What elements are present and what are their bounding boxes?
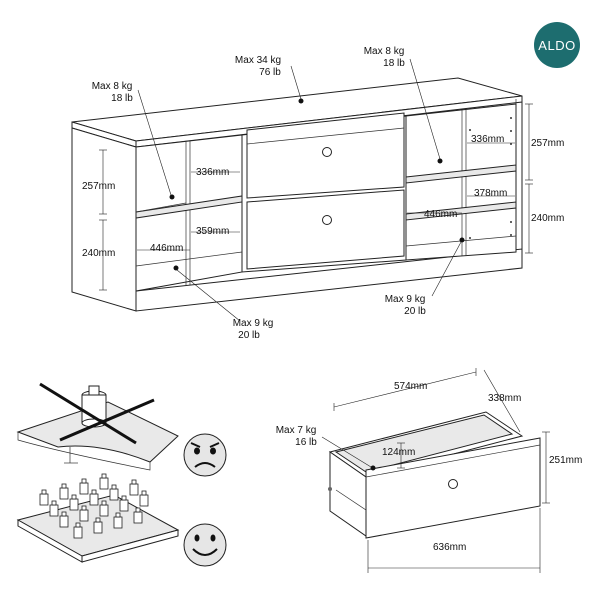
dim-left-width: 446mm xyxy=(150,243,183,254)
left-height-dimensions xyxy=(99,149,107,291)
load-bottom-right-line1: Max 9 kg xyxy=(385,294,426,305)
angry-face-icon xyxy=(183,433,227,477)
small-weight-icon xyxy=(59,483,69,500)
load-bottom-right-line2: 20 lb xyxy=(404,306,426,317)
small-weight-icon xyxy=(139,490,149,507)
small-weight-icon xyxy=(49,500,59,517)
small-weight-icon xyxy=(79,478,89,495)
small-weight-icon xyxy=(79,505,89,522)
concentrated-load-crossed-icon xyxy=(16,382,179,471)
dim-drawer-inner-depth: 338mm xyxy=(488,393,521,404)
drawer-drawing xyxy=(328,411,541,539)
smiley-face-icon xyxy=(183,523,227,567)
load-top-line1: Max 34 kg xyxy=(235,55,281,66)
small-weight-icon xyxy=(93,517,103,534)
distributed-load-icon xyxy=(16,473,180,563)
tv-unit-drawing xyxy=(71,77,523,312)
dim-drawer-inner-width: 574mm xyxy=(394,381,427,392)
small-weight-icon xyxy=(99,500,109,517)
small-weight-icon xyxy=(129,479,139,496)
right-height-dimensions xyxy=(525,103,533,254)
small-weight-icon xyxy=(39,489,49,506)
dim-left-lower-height: 240mm xyxy=(82,248,115,259)
small-weight-icon xyxy=(133,507,143,524)
load-top-line2: 76 lb xyxy=(259,67,281,78)
load-right-shelf-line1: Max 8 kg xyxy=(364,46,405,57)
dim-left-inner-depth: 359mm xyxy=(196,226,229,237)
load-markers xyxy=(169,98,465,271)
small-weight-icon xyxy=(89,489,99,506)
small-weight-icon xyxy=(99,473,109,490)
small-weight-icon xyxy=(113,512,123,529)
dim-drawer-front-height: 251mm xyxy=(549,455,582,466)
load-bottom-left-line2: 20 lb xyxy=(238,330,260,341)
dim-drawer-front-width: 636mm xyxy=(433,542,466,553)
dim-right-upper-height: 257mm xyxy=(531,138,564,149)
dim-right-shelf-depth: 336mm xyxy=(471,134,504,145)
load-left-shelf-line1: Max 8 kg xyxy=(92,81,133,92)
dim-left-shelf-depth: 336mm xyxy=(196,167,229,178)
small-weight-icon xyxy=(59,511,69,528)
load-right-shelf-line2: 18 lb xyxy=(383,58,405,69)
aldo-logo-text: ALDO xyxy=(538,37,576,53)
load-bottom-left-line1: Max 9 kg xyxy=(233,318,274,329)
dim-right-width: 446mm xyxy=(424,209,457,220)
small-weight-icon xyxy=(109,484,119,501)
dim-left-upper-height: 257mm xyxy=(82,181,115,192)
dim-right-inner-depth: 378mm xyxy=(474,188,507,199)
drawer-load-line1: Max 7 kg xyxy=(276,425,317,436)
small-weight-icon xyxy=(119,495,129,512)
load-left-shelf-line2: 18 lb xyxy=(111,93,133,104)
drawer-load-line2: 16 lb xyxy=(295,437,317,448)
small-weight-icon xyxy=(73,522,83,539)
aldo-logo: ALDO xyxy=(534,22,580,68)
dim-right-lower-height: 240mm xyxy=(531,213,564,224)
dim-drawer-inner-height: 124mm xyxy=(382,447,415,458)
small-weight-icon xyxy=(69,494,79,511)
